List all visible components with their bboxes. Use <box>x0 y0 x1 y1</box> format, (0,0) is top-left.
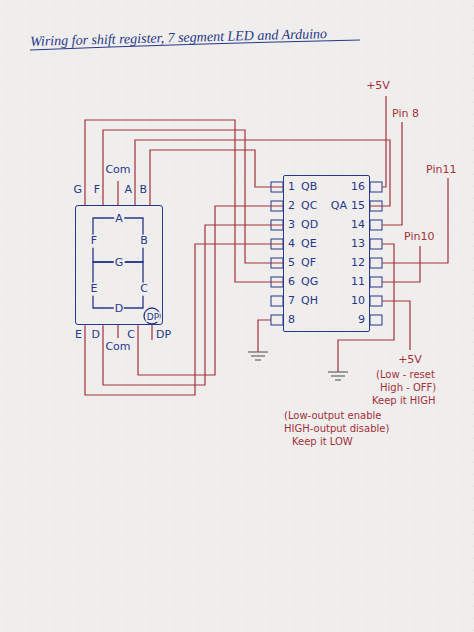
pin-name: Com <box>105 341 130 354</box>
wire <box>85 244 283 395</box>
signal-label: +5V <box>366 80 390 93</box>
pin-label: 15 <box>351 200 365 213</box>
pin-label: 1 <box>288 181 295 194</box>
note-text: Keep it HIGH <box>372 395 436 407</box>
signal-label: Pin10 <box>404 231 434 244</box>
pin-label: 9 <box>358 314 365 327</box>
pin-name: E <box>75 329 82 342</box>
shift-register-chip: 1 QB 16 2 QC QA 15 3 QD 14 4 QE 13 5 QF 12 6 QG 11 7 QH 10 8 9 <box>283 175 370 332</box>
pin-label: 7 <box>288 295 295 308</box>
segment-letter: F <box>90 235 98 248</box>
pin-name: G <box>73 184 82 197</box>
segment-letter: DP <box>146 312 160 322</box>
pin-label: 8 <box>288 314 295 327</box>
segment-letter: G <box>114 257 125 270</box>
pin-label: QH <box>301 295 318 308</box>
pin-label: 14 <box>351 219 365 232</box>
note-text: (Low-output enable <box>284 410 381 422</box>
segment-letter: B <box>139 235 149 248</box>
pin-name: DP <box>156 329 171 342</box>
note-text: (Low - reset <box>376 369 435 381</box>
pin-name: A <box>124 184 132 197</box>
pin-label: 3 <box>288 219 295 232</box>
pin-name: Com <box>105 164 130 177</box>
ic-pin-squares <box>271 182 382 325</box>
pin-label: 6 <box>288 276 295 289</box>
wire <box>135 140 390 206</box>
signal-label: Pin11 <box>426 164 456 177</box>
pin-label: QA <box>331 200 347 213</box>
note-text: HIGH-output disable) <box>284 423 389 435</box>
pin-label: 16 <box>351 181 365 194</box>
wire <box>138 206 283 375</box>
pin-label: 11 <box>351 276 365 289</box>
supply-wires <box>258 96 448 372</box>
signal-label: +5V <box>398 354 422 367</box>
pin-label: QD <box>301 219 318 232</box>
signal-label: Pin 8 <box>392 108 419 121</box>
segment-letter: C <box>139 283 149 296</box>
note-text: High - OFF) <box>380 382 436 394</box>
seven-segment-display: A F B G E C D DP <box>75 205 163 325</box>
pin-name: D <box>92 329 100 342</box>
title: Wiring for shift register, 7 segment LED… <box>30 26 327 50</box>
pin-label: 10 <box>351 295 365 308</box>
wire <box>85 120 283 282</box>
edge-layer <box>85 120 390 395</box>
pin-label: QF <box>301 257 316 270</box>
segment-outline <box>93 218 160 324</box>
pin-name: C <box>127 329 135 342</box>
pin-label: QC <box>301 200 317 213</box>
pin-label: QE <box>301 238 317 251</box>
ground-symbol <box>248 352 348 380</box>
segment-letter: D <box>114 303 124 316</box>
pin-label: 2 <box>288 200 295 213</box>
segment-letter: A <box>114 213 124 226</box>
wire <box>103 225 283 385</box>
pin-label: 12 <box>351 257 365 270</box>
segment-letter: E <box>90 283 99 296</box>
pin-label: 5 <box>288 257 295 270</box>
pin-name: F <box>94 184 100 197</box>
pin-label: QG <box>301 276 318 289</box>
pin-label: QB <box>301 181 317 194</box>
wire <box>150 150 283 205</box>
note-text: Keep it LOW <box>292 436 353 448</box>
wire <box>103 130 283 263</box>
pin-label: 13 <box>351 238 365 251</box>
pin-name: B <box>139 184 147 197</box>
pin-label: 4 <box>288 238 295 251</box>
